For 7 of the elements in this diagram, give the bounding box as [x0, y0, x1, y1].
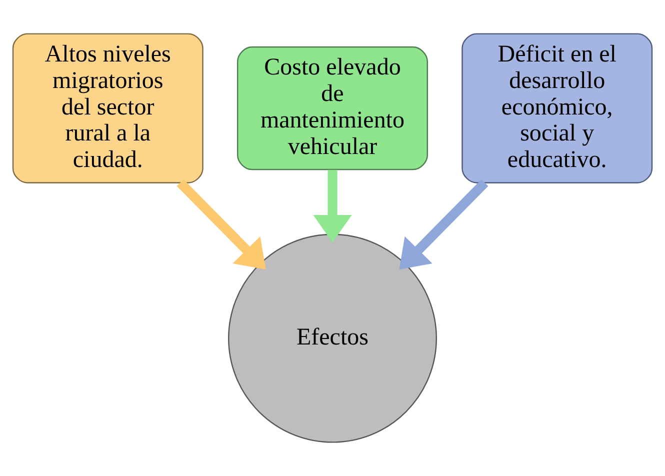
- node-box: Altos niveles migratorios del sector rural a la ciudad.: [12, 33, 204, 184]
- arrow: [399, 179, 488, 270]
- arrow: [176, 179, 266, 270]
- node-circle: Efectos: [228, 234, 437, 443]
- node-box: Costo elevado de mantenimiento vehicular: [237, 46, 428, 170]
- arrow: [313, 170, 352, 243]
- node-box: Déficit en el desarrollo económico, social y educativo.: [462, 33, 653, 184]
